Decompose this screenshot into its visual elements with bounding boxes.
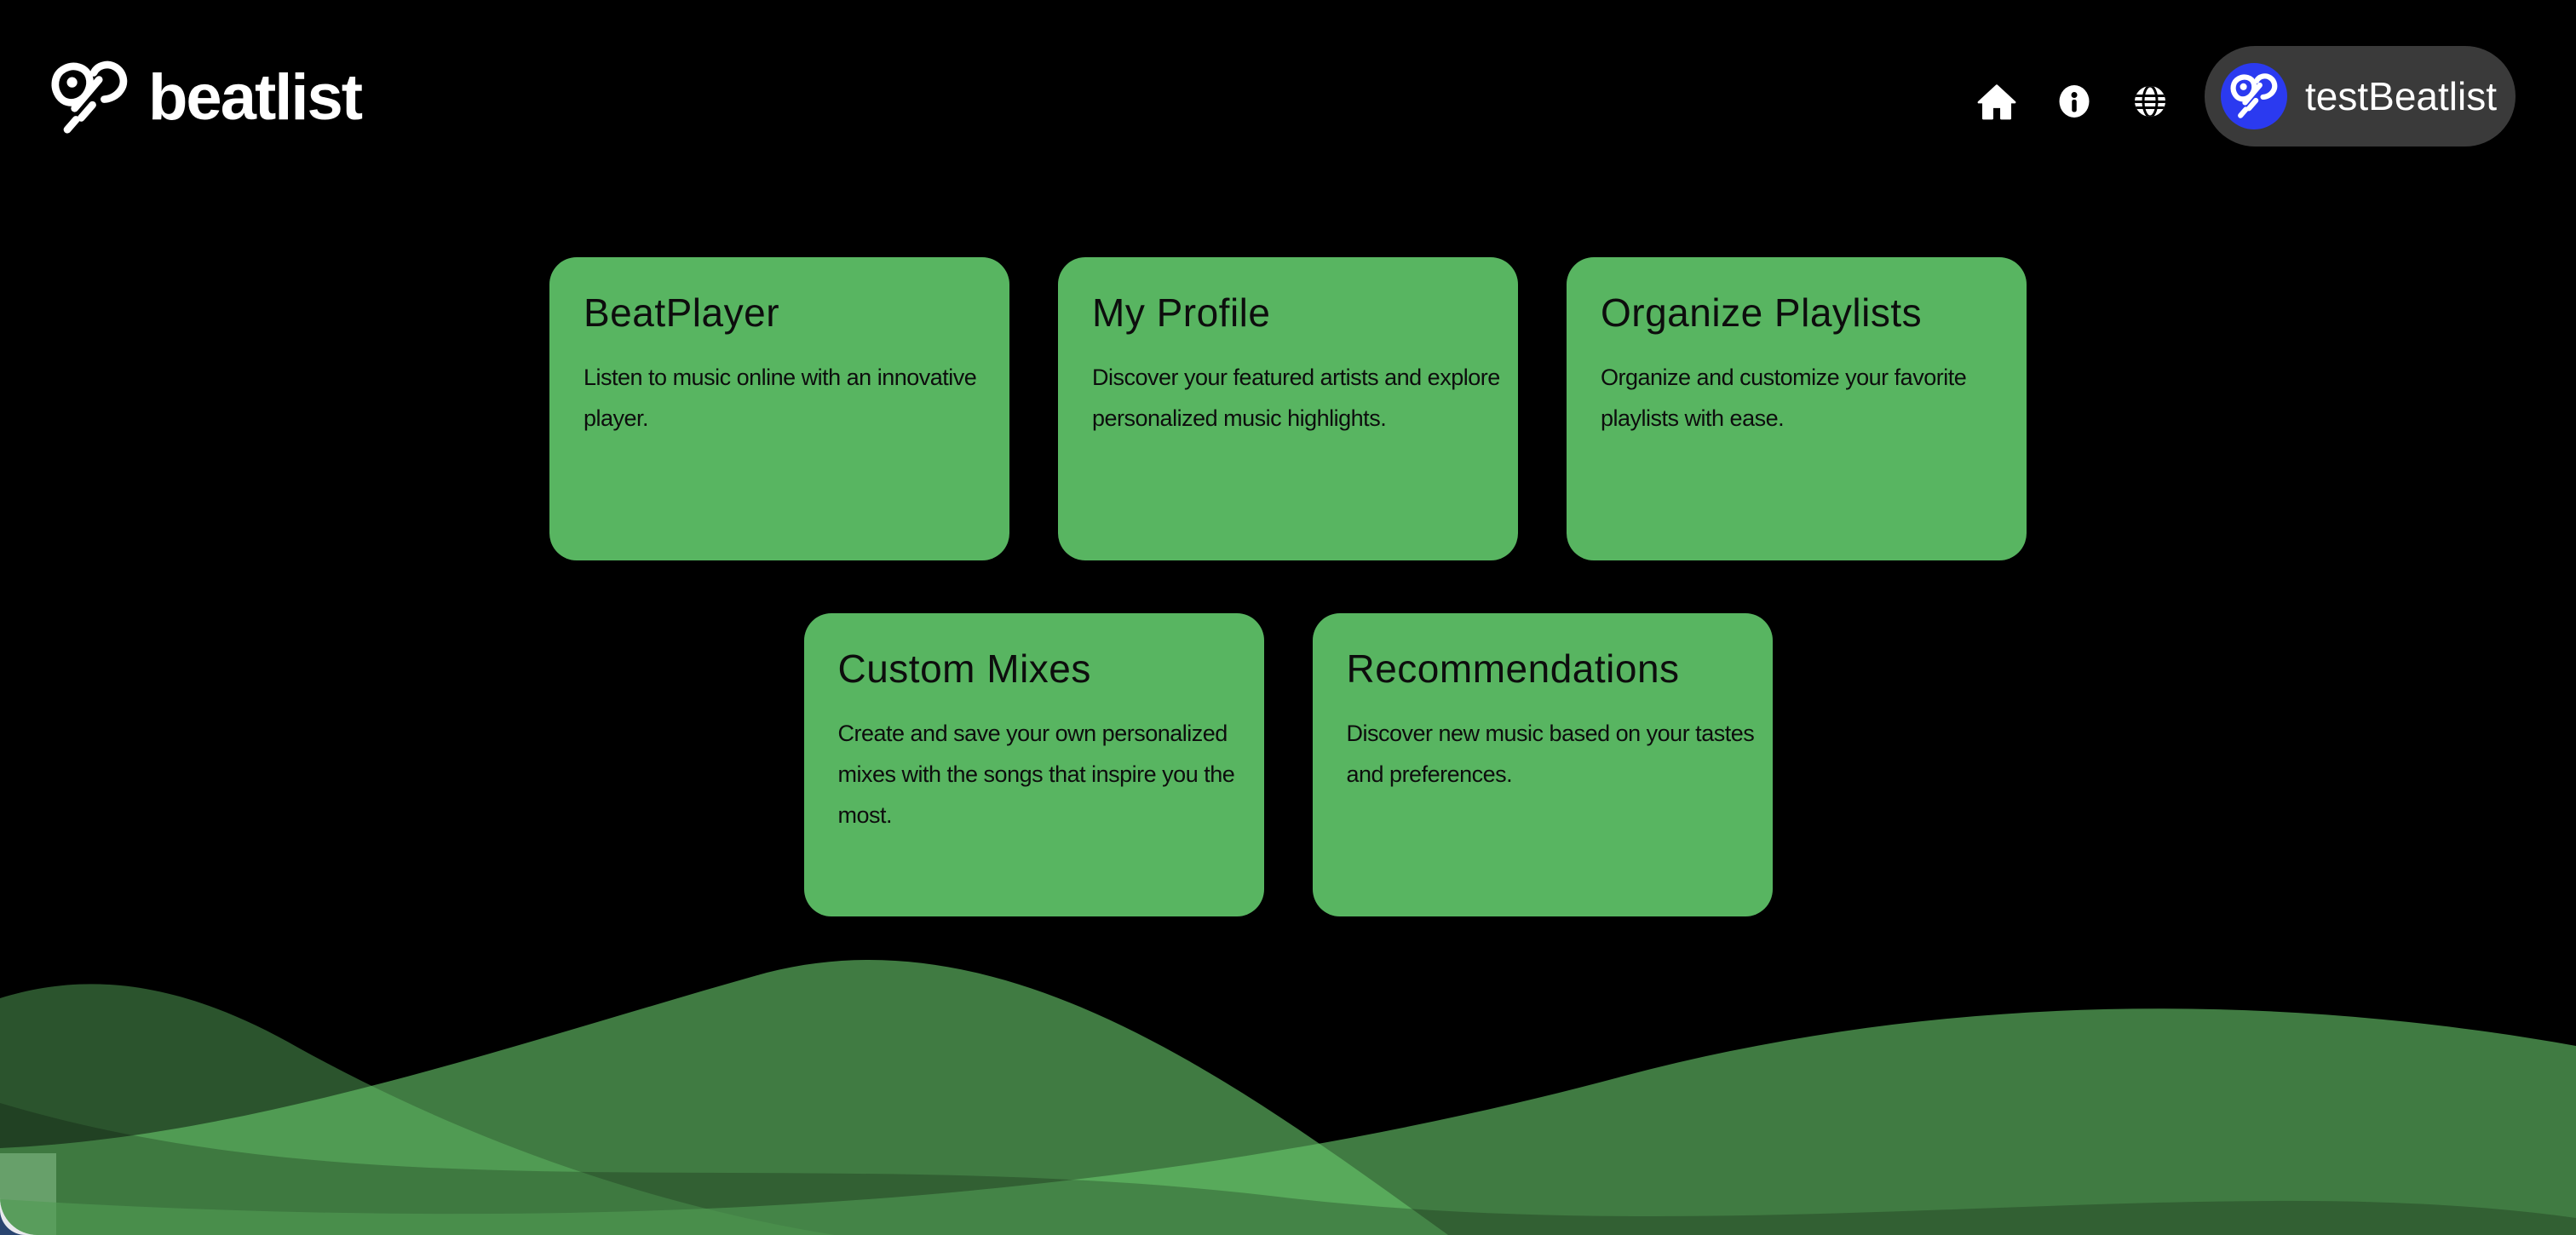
wave-svg [0,959,2576,1235]
globe-icon[interactable] [2129,80,2171,123]
card-title: BeatPlayer [584,290,780,335]
user-name: testBeatlist [2305,74,2497,118]
card-organize-playlists[interactable]: Organize Playlists Organize and customiz… [1567,257,2027,560]
card-title: Organize Playlists [1601,290,1923,335]
card-title: My Profile [1092,290,1271,335]
card-description: Create and save your own personalized mi… [837,721,1235,828]
card-description: Discover your featured artists and explo… [1092,365,1500,431]
card-description: Listen to music online with an innovativ… [584,365,977,431]
card-beatplayer[interactable]: BeatPlayer Listen to music online with a… [549,257,1009,560]
home-icon[interactable] [1974,78,2020,124]
card-description: Organize and customize your favorite pla… [1601,365,1967,431]
card-recommendations[interactable]: Recommendations Discover new music based… [1312,613,1773,916]
card-row-1: BeatPlayer Listen to music online with a… [549,257,2027,560]
user-chip[interactable]: testBeatlist [2205,46,2516,146]
brand-name: beatlist [148,61,363,134]
card-my-profile[interactable]: My Profile Discover your featured artist… [1058,257,1518,560]
beatlist-heart-icon [46,55,133,141]
card-custom-mixes[interactable]: Custom Mixes Create and save your own pe… [803,613,1264,916]
header-nav: testBeatlist [1974,46,2516,152]
feature-cards: BeatPlayer Listen to music online with a… [0,257,2576,916]
card-title: Recommendations [1346,646,1680,691]
wave-decoration [0,937,2576,1235]
header: beatlist [0,0,2576,162]
card-description: Discover new music based on your tastes … [1346,721,1755,787]
brand-logo[interactable]: beatlist [46,55,363,141]
card-row-2: Custom Mixes Create and save your own pe… [803,613,1773,916]
user-avatar [2221,63,2287,129]
card-title: Custom Mixes [837,646,1091,691]
info-icon[interactable] [2053,80,2096,123]
